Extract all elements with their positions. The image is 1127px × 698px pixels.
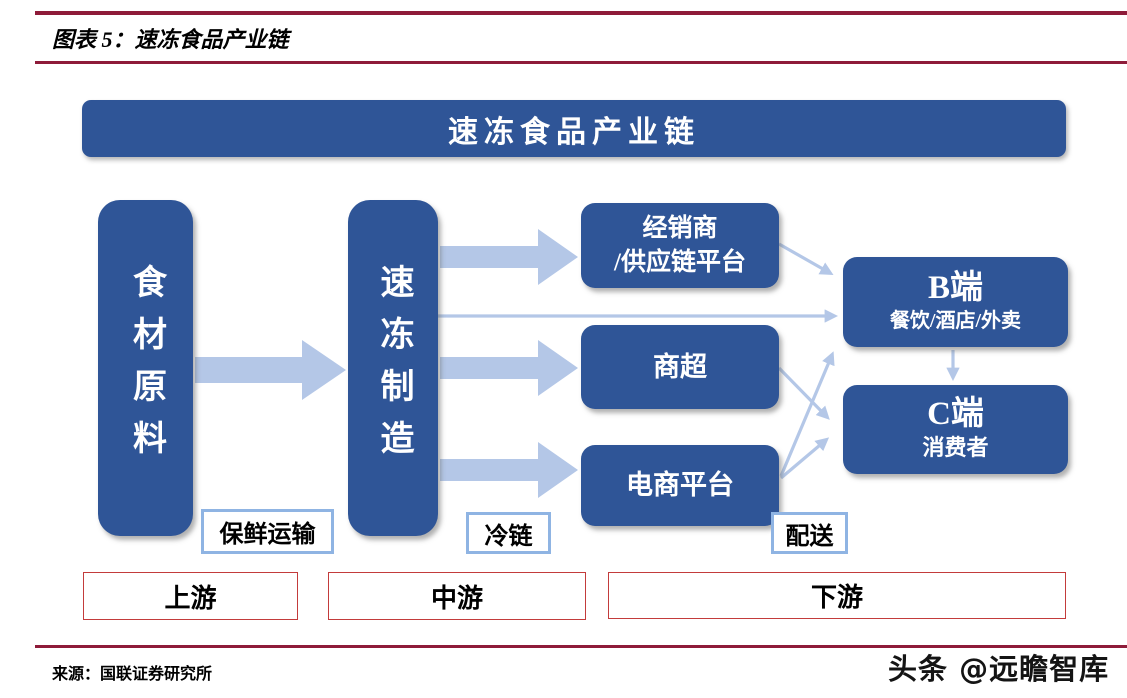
watermark: 头条 @远瞻智库 <box>888 652 1110 686</box>
stage-upstream-text: 上游 <box>164 583 217 613</box>
node-b-side-title: B端 <box>927 270 983 307</box>
node-raw-material: 食材原料 <box>98 200 193 536</box>
arrow-manufacture-to-distributor <box>440 229 578 285</box>
figure-caption: 图表 5：速冻食品产业链 <box>52 27 289 52</box>
stage-midstream: 中游 <box>328 572 586 620</box>
caption-rule <box>35 61 1127 64</box>
label-fresh-transport: 保鲜运输 <box>201 509 334 554</box>
stage-midstream-text: 中游 <box>430 583 483 613</box>
label-delivery: 配送 <box>771 512 848 554</box>
node-distributor-line1: 经销商 <box>642 214 718 242</box>
node-manufacture-label: 速冻制造 <box>375 264 412 472</box>
node-supermarket-label: 商超 <box>653 351 707 382</box>
node-c-side-subtitle: 消费者 <box>922 435 989 461</box>
node-c-side: C端 消费者 <box>843 385 1068 474</box>
node-ecommerce: 电商平台 <box>581 445 779 526</box>
arrow-ecommerce-to-bside <box>779 351 835 477</box>
arrow-manufacture-to-supermarket <box>440 340 578 396</box>
stage-downstream: 下游 <box>608 572 1066 619</box>
node-b-side: B端 餐饮/酒店/外卖 <box>843 257 1068 347</box>
node-manufacture: 速冻制造 <box>348 200 438 536</box>
node-distributor-line2: /供应链平台 <box>614 248 746 276</box>
label-fresh-transport-text: 保鲜运输 <box>219 522 316 548</box>
node-ecommerce-label: 电商平台 <box>626 470 734 501</box>
node-c-side-title: C端 <box>927 396 984 433</box>
arrow-manufacture-to-ecommerce <box>440 442 578 498</box>
arrow-distributor-to-bside <box>778 242 834 275</box>
arrow-supermarket-to-cside <box>777 366 830 420</box>
diagram-title: 速冻食品产业链 <box>448 115 700 149</box>
stage-upstream: 上游 <box>83 572 298 620</box>
node-b-side-subtitle: 餐饮/酒店/外卖 <box>889 309 1022 332</box>
diagram-title-bar: 速冻食品产业链 <box>82 100 1066 157</box>
label-delivery-text: 配送 <box>785 523 834 550</box>
bottom-rule <box>35 645 1127 648</box>
node-distributor: 经销商 /供应链平台 <box>581 203 779 288</box>
label-cold-chain-text: 冷链 <box>484 523 533 550</box>
top-rule <box>35 11 1127 15</box>
node-raw-material-label: 食材原料 <box>127 264 165 472</box>
label-cold-chain: 冷链 <box>466 512 551 554</box>
source-note: 来源：国联证券研究所 <box>52 666 213 683</box>
node-supermarket: 商超 <box>581 325 779 409</box>
stage-downstream-text: 下游 <box>810 583 863 612</box>
arrow-raw-to-manufacture <box>195 340 346 400</box>
arrow-ecommerce-to-cside <box>779 437 830 480</box>
